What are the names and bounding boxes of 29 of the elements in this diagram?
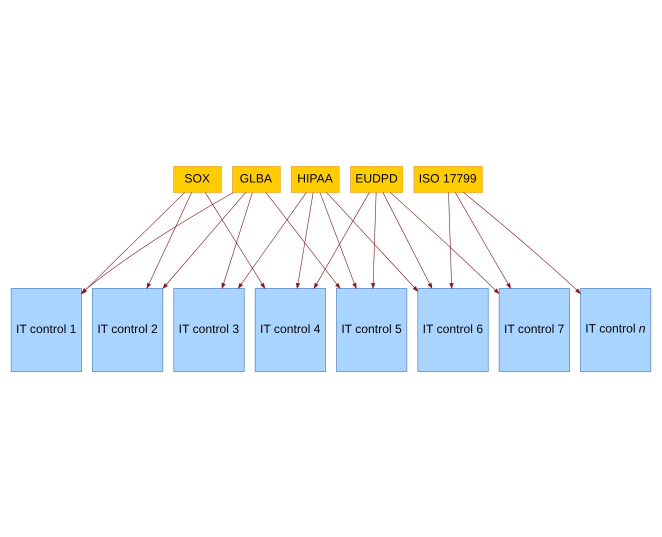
node-box: GLBA — [232, 166, 281, 192]
node-box: IT control 2 — [92, 288, 164, 372]
arrow — [314, 192, 370, 289]
arrow — [320, 192, 356, 289]
arrow — [371, 192, 376, 289]
arrow — [238, 192, 307, 289]
arrow — [463, 192, 581, 294]
node-box: IT control 6 — [417, 288, 488, 372]
node-box: IT control 4 — [254, 288, 326, 372]
arrow — [448, 192, 454, 289]
node-box: SOX — [173, 166, 222, 192]
arrow — [204, 192, 266, 289]
node-box: IT control 5 — [336, 288, 408, 372]
arrow — [162, 192, 246, 289]
arrow — [382, 192, 432, 289]
arrow — [222, 192, 253, 289]
arrow — [266, 192, 340, 288]
arrow — [296, 192, 314, 289]
node-box: IT control 1 — [10, 288, 82, 372]
node-box: ISO 17799 — [414, 166, 483, 192]
arrow — [326, 192, 418, 292]
node-box: IT control n — [580, 288, 652, 372]
arrow — [455, 192, 512, 289]
node-box: IT control 7 — [498, 288, 570, 372]
arrow — [390, 192, 500, 294]
arrow — [146, 192, 192, 289]
node-box: EUDPD — [350, 166, 403, 192]
node-box: HIPAA — [290, 166, 340, 192]
node-box: IT control 3 — [174, 288, 245, 372]
